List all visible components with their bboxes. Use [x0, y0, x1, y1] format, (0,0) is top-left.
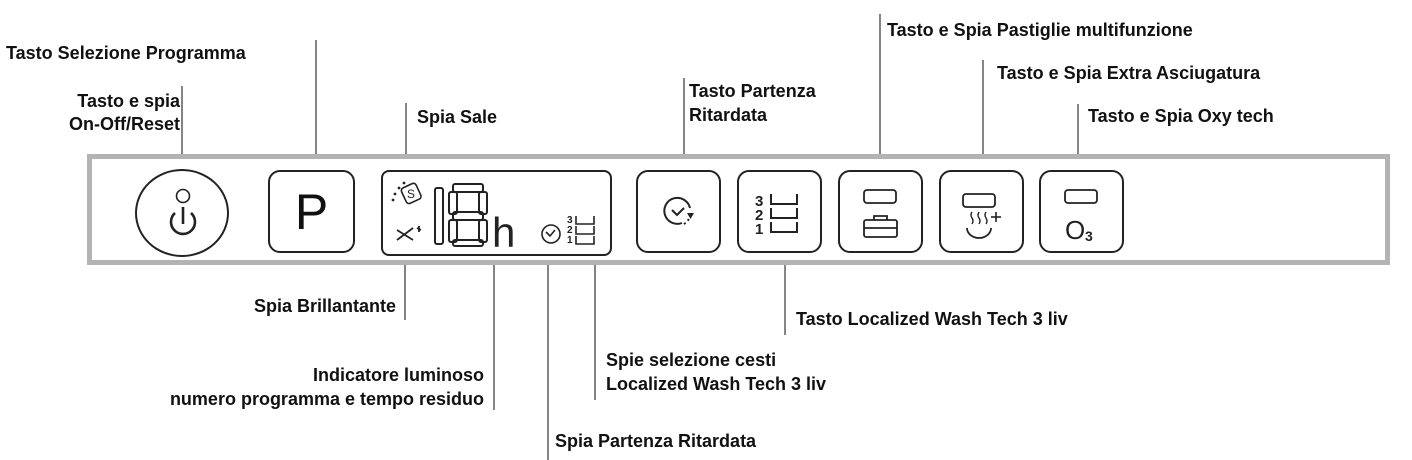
salt-icon: S: [391, 181, 422, 205]
label-localized-wash-key: Tasto Localized Wash Tech 3 liv: [796, 309, 1068, 329]
svg-text:O: O: [1065, 215, 1085, 245]
oxy-tech-button[interactable]: O 3: [1039, 170, 1124, 253]
label-oxy-tech: Tasto e Spia Oxy tech: [1088, 106, 1274, 126]
oxy-tech-icon: O 3: [1064, 189, 1098, 245]
extra-dry-icon: [962, 193, 1001, 239]
svg-text:1: 1: [755, 221, 763, 238]
label-multi-tablet: Tasto e Spia Pastiglie multifunzione: [887, 20, 1193, 40]
label-power-line1: Tasto e spia: [77, 91, 180, 111]
tablet-icon: [863, 189, 898, 238]
power-icon: [169, 188, 197, 236]
power-button[interactable]: [135, 169, 229, 257]
delay-start-clock-icon: [541, 224, 561, 244]
label-delay-start-light: Spia Partenza Ritardata: [555, 431, 757, 451]
label-display-line1: Indicatore luminoso: [312, 365, 484, 385]
label-rinse-aid: Spia Brillantante: [253, 296, 396, 316]
program-key-label: P: [294, 184, 329, 240]
svg-text:1: 1: [567, 235, 573, 246]
extra-dry-light: [962, 193, 996, 208]
label-extra-dry: Tasto e Spia Extra Asciugatura: [997, 63, 1261, 83]
delay-start-icon: [663, 196, 694, 225]
oxy-tech-light: [1064, 189, 1098, 204]
basket-levels-icon: 3 2 1: [755, 193, 798, 238]
label-power-line2: On-Off/Reset: [68, 114, 180, 134]
svg-text:2: 2: [755, 207, 763, 224]
basket-level-lights: 3 2 1: [567, 215, 595, 246]
multi-tablet-button[interactable]: [838, 170, 923, 253]
svg-text:3: 3: [1085, 228, 1093, 244]
label-program-select: Tasto Selezione Programma: [6, 43, 246, 63]
svg-text:3: 3: [755, 193, 763, 210]
label-basket-lights-line1: Spie selezione cesti: [606, 350, 777, 370]
display-digit-8: [448, 183, 488, 247]
program-select-button[interactable]: P: [268, 170, 355, 253]
display-unit-h: h: [492, 209, 515, 254]
display: S h 3 2: [381, 170, 612, 256]
svg-text:2: 2: [567, 225, 573, 236]
svg-text:S: S: [407, 187, 415, 201]
delay-start-button[interactable]: [636, 170, 721, 253]
label-delay-start-key-line1: Tasto Partenza: [689, 81, 816, 101]
display-digit-1: [434, 187, 444, 245]
label-display-line2: numero programma e tempo residuo: [169, 389, 484, 409]
label-basket-lights-line2: Localized Wash Tech 3 liv: [606, 374, 827, 394]
extra-dry-button[interactable]: [939, 170, 1024, 253]
svg-text:3: 3: [567, 215, 573, 226]
label-salt: Spia Sale: [417, 107, 498, 127]
rinse-aid-icon: [396, 226, 422, 241]
multi-tablet-light: [863, 189, 897, 204]
localized-wash-button[interactable]: 3 2 1: [737, 170, 822, 253]
label-delay-start-key-line2: Ritardata: [689, 105, 768, 125]
